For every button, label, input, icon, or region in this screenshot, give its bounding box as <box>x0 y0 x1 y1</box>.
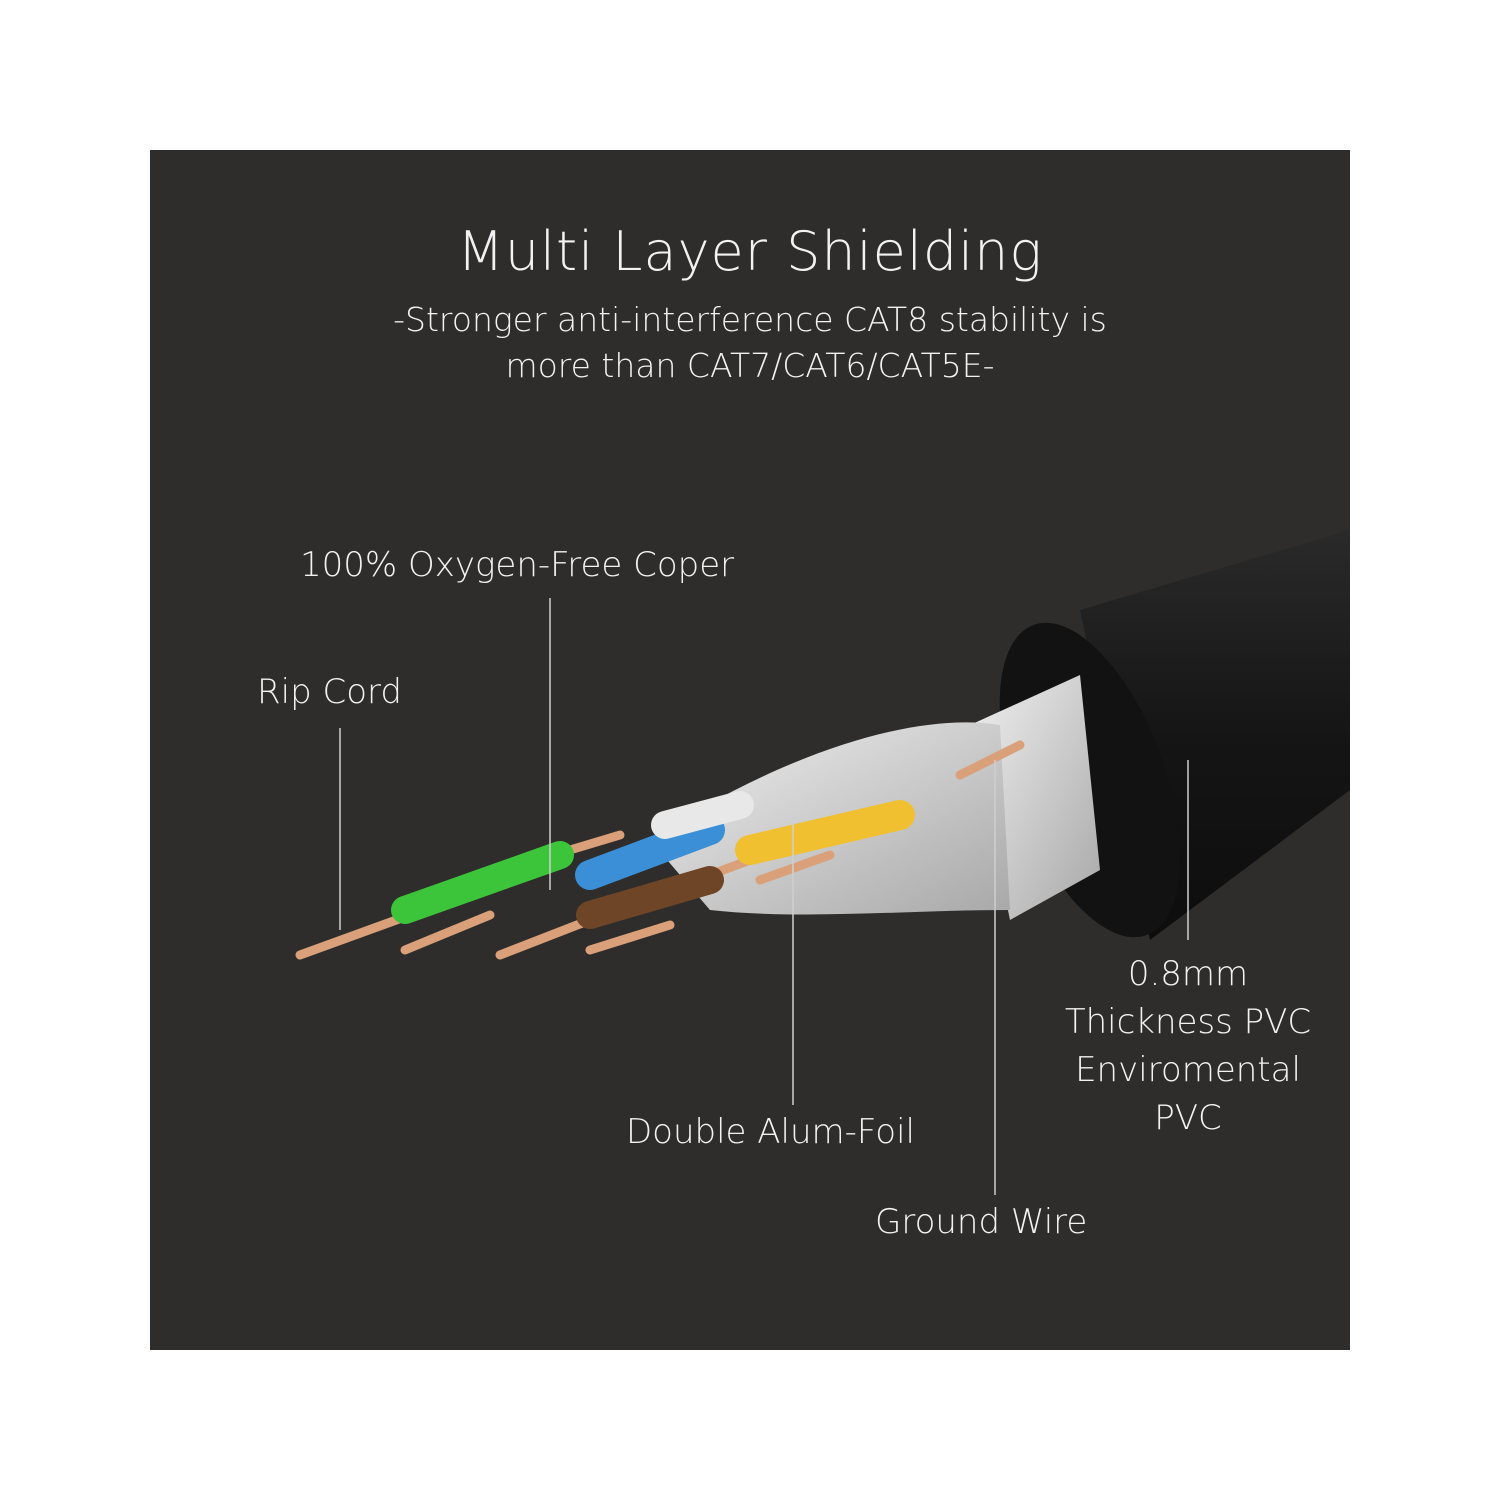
yellow-wire <box>735 800 915 865</box>
label-pvc-line-3: Enviromental <box>1075 1050 1301 1090</box>
label-pvc: 0.8mm Thickness PVC Enviromental PVC <box>1038 950 1338 1142</box>
brown-wire <box>576 866 724 929</box>
white-wire <box>651 791 754 839</box>
green-wire <box>391 841 574 924</box>
label-rip-cord: Rip Cord <box>257 672 402 712</box>
label-foil: Double Alum-Foil <box>626 1112 915 1152</box>
copper-wires <box>295 740 1025 960</box>
page-title: Multi Layer Shielding <box>457 220 1043 283</box>
blue-wire <box>575 815 725 890</box>
label-pvc-line-1: 0.8mm <box>1127 954 1249 994</box>
label-pvc-line-4: PVC <box>1154 1098 1222 1138</box>
cable-illustration <box>295 530 1350 1195</box>
subtitle-line-2: more than CAT7/CAT6/CAT5E- <box>505 346 995 385</box>
label-ground: Ground Wire <box>875 1202 1088 1242</box>
diagram-panel: Multi Layer Shielding -Stronger anti-int… <box>150 150 1350 1350</box>
label-pvc-line-2: Thickness PVC <box>1064 1002 1312 1042</box>
subtitle-line-1: -Stronger anti-interference CAT8 stabili… <box>393 300 1107 339</box>
label-copper: 100% Oxygen-Free Coper <box>300 545 735 585</box>
